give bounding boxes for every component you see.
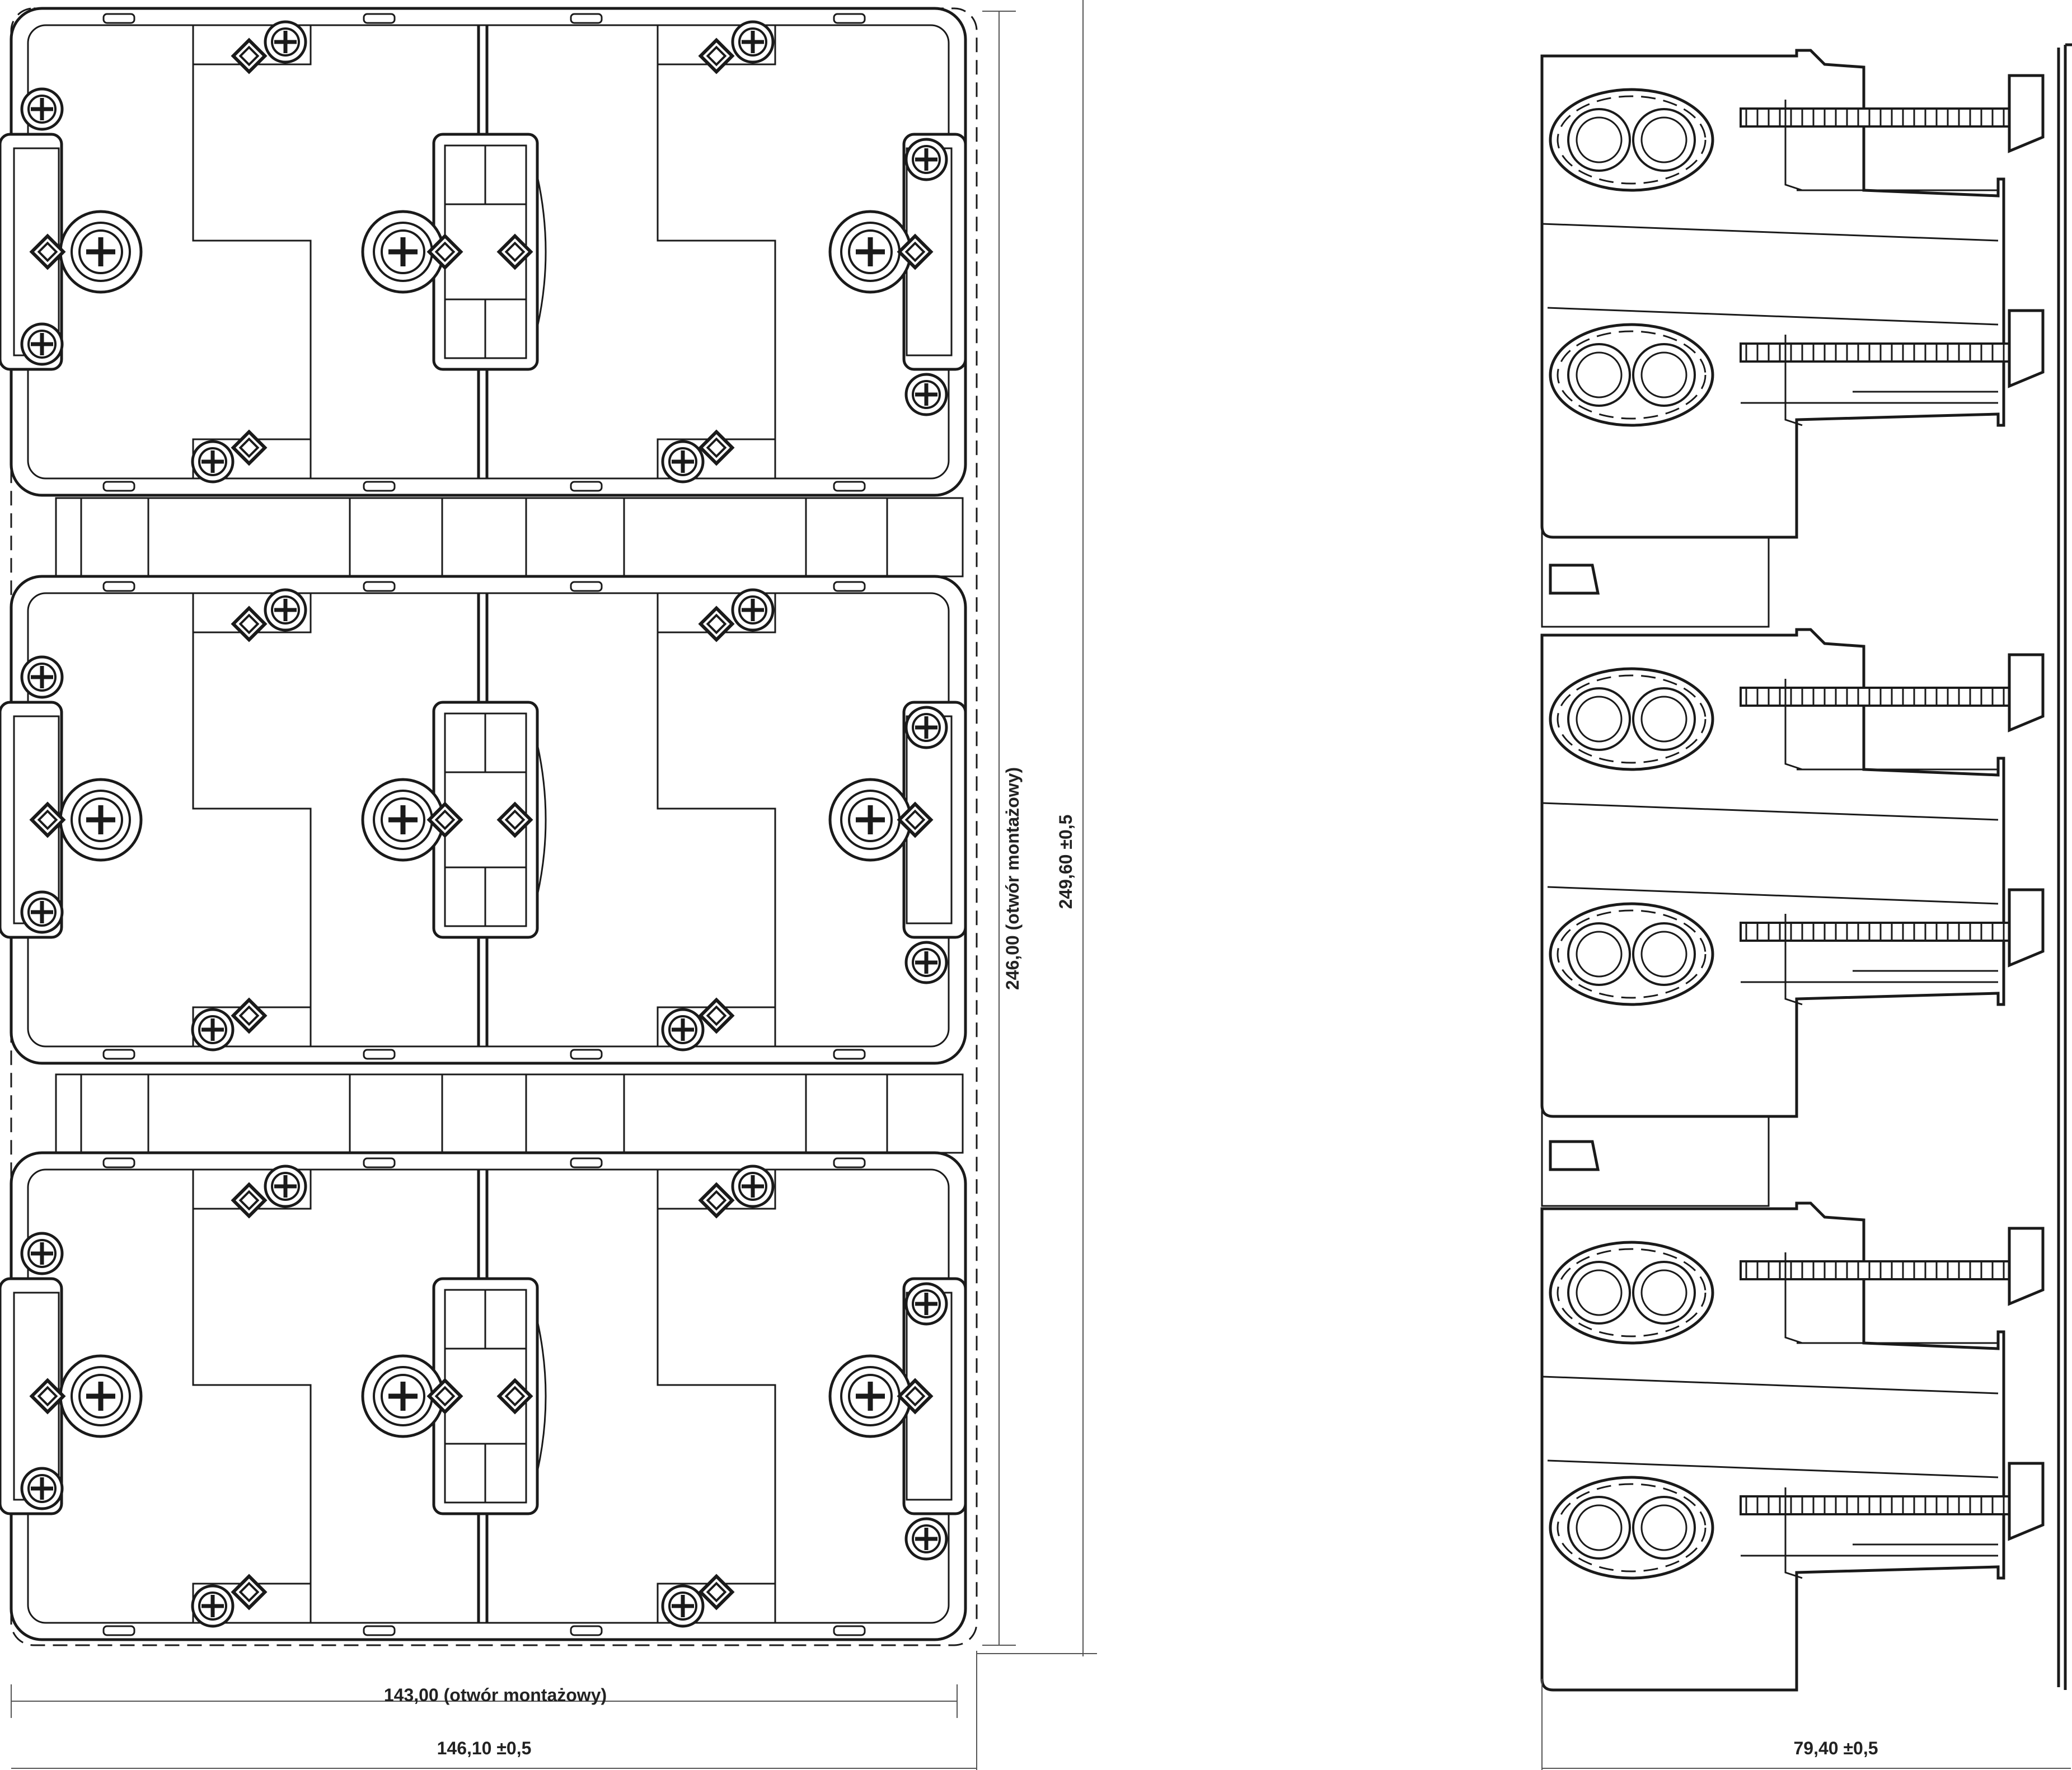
width-overall-label: 146,10 ±0,5 <box>437 1738 532 1758</box>
side-view <box>1541 43 2072 1690</box>
front-module-2 <box>0 576 965 1063</box>
side-module-1 <box>1542 50 2043 537</box>
side-module-3 <box>1542 1203 2043 1690</box>
height-mount-opening-label: 246,00 (otwór montażowy) <box>1002 767 1023 990</box>
side-connector-1 <box>1541 530 1770 628</box>
front-view <box>0 8 978 1646</box>
depth-dimension-line <box>1541 1679 2071 1770</box>
depth-overall-label: 79,40 ±0,5 <box>1793 1738 1878 1758</box>
side-module-2 <box>1542 630 2043 1116</box>
height-overall-label: 249,60 ±0,5 <box>1056 815 1076 909</box>
side-connector-2 <box>1541 1110 1770 1207</box>
module-connector-1 <box>55 497 964 578</box>
front-module-1 <box>0 8 965 495</box>
dimension-lines <box>11 0 1097 1770</box>
front-module-3 <box>0 1153 965 1640</box>
module-connector-2 <box>55 1073 964 1154</box>
width-mount-opening-label: 143,00 (otwór montażowy) <box>384 1685 607 1705</box>
